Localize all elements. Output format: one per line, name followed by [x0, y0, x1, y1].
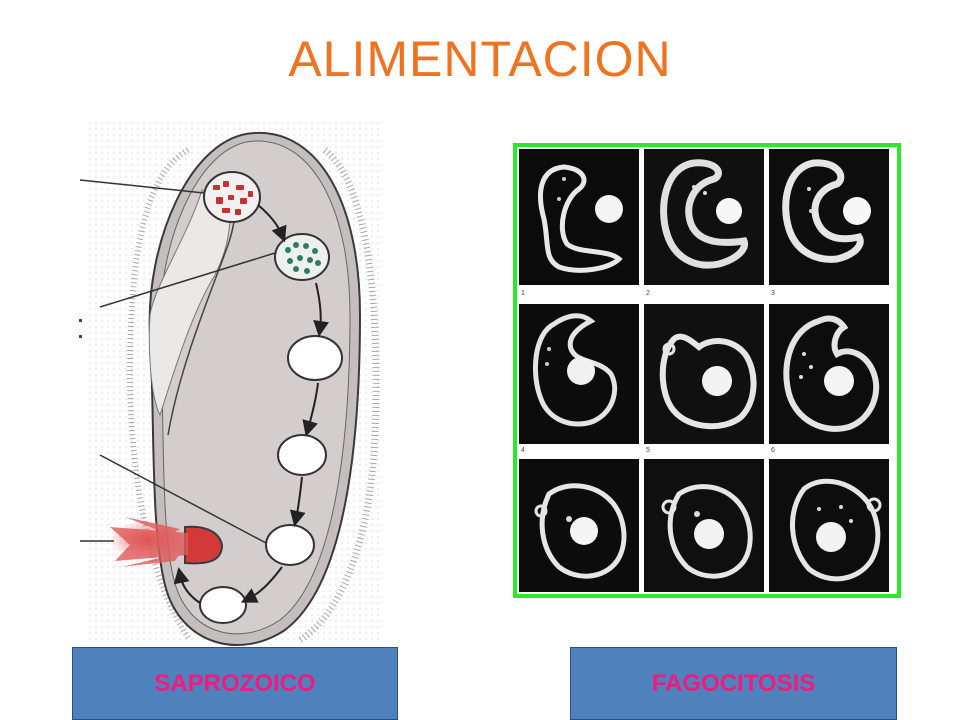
frame-number: 2	[646, 290, 650, 297]
slide-title: ALIMENTACION	[288, 31, 672, 87]
phagocytosis-micrograph-grid-icon: 1 2 3	[519, 149, 895, 592]
frame-number: 3	[771, 290, 775, 297]
paramecium-digestion-diagram-icon	[70, 115, 400, 650]
frame-number: 4	[521, 447, 525, 454]
micrograph-frame	[769, 149, 889, 285]
frame-number: 6	[771, 447, 775, 454]
micrograph-frame	[769, 304, 889, 444]
micrograph-frame	[644, 149, 764, 285]
micrograph-frame	[519, 459, 639, 592]
fagocitosis-label: FAGOCITOSIS	[570, 647, 897, 720]
saprozoico-label: SAPROZOICO	[72, 647, 398, 720]
micrograph-frame	[519, 149, 639, 285]
micrograph-frame	[769, 459, 889, 592]
frame-number: 1	[521, 290, 525, 297]
micrograph-frame	[519, 304, 639, 444]
phagocytosis-panel: 1 2 3	[513, 143, 901, 598]
micrograph-frame	[644, 304, 764, 444]
frame-number: 5	[646, 447, 650, 454]
micrograph-frame	[644, 459, 764, 592]
